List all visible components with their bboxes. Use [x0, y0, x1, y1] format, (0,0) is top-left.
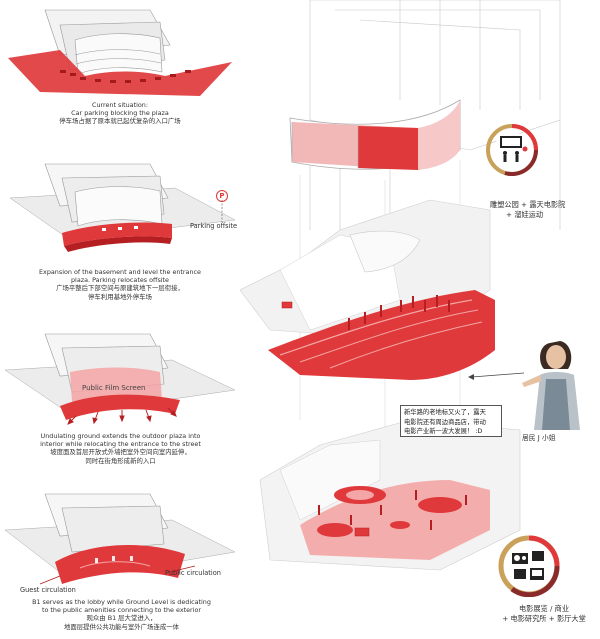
caption-b1-lobby: B1 serves as the lobby while Ground Leve…: [14, 598, 229, 631]
parking-offsite-label: Parking offsite: [190, 222, 237, 230]
program-bottom-caption: 电影展览 / 商业 + 电影研究所 + 影厅大堂: [488, 604, 600, 624]
cinema-playground-icon: [485, 123, 539, 177]
caption-current-situation: Current situation: Car parking blocking …: [20, 101, 220, 126]
resident-figure: [522, 335, 592, 430]
film-exhibition-icon: [498, 535, 560, 597]
caption-expansion: Expansion of the basement and level the …: [20, 268, 220, 301]
resident-name: 居民 J 小姐: [522, 432, 556, 442]
diagram-current-situation: [0, 0, 240, 100]
guest-circulation-label: Guest circulation: [20, 586, 76, 594]
public-film-screen-label: Public Film Screen: [82, 384, 145, 392]
diagram-expansion: [0, 158, 240, 258]
resident-quote-bubble: 新华路的老地标又火了，露天 电影院还有周边商品店，带动 电影产业新一波大发展！ …: [400, 405, 502, 437]
diagram-undulating-ground: [0, 330, 240, 430]
resident-pointer-arrow: [466, 367, 526, 383]
public-circulation-label: Public circulation: [165, 569, 221, 577]
program-top-caption: 雕塑公园 + 露天电影院 + 溜娃运动: [490, 200, 600, 220]
caption-undulating-ground: Undulating ground extends the outdoor pl…: [18, 432, 223, 465]
